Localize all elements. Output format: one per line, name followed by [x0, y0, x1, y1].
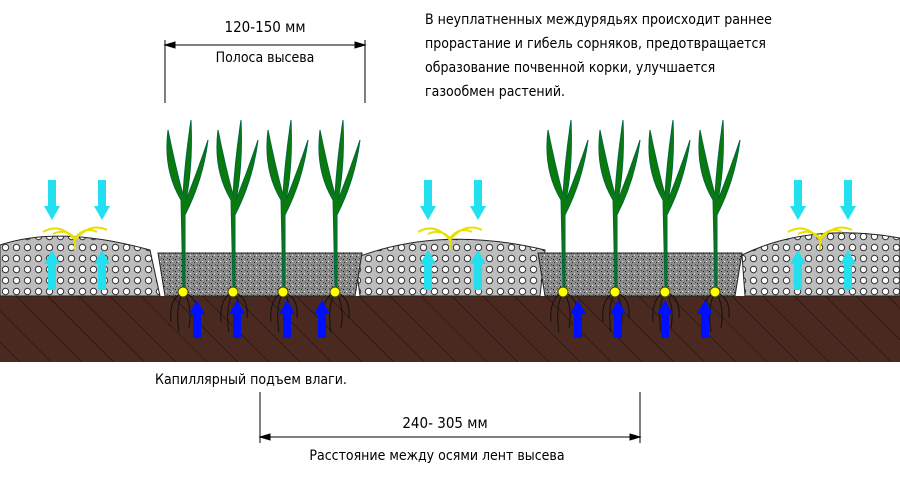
seed-band-right: [537, 252, 743, 297]
leaves: [698, 119, 741, 291]
leaves: [266, 119, 309, 291]
moisture-up-arrow-light: [94, 250, 110, 290]
seed: [609, 286, 621, 298]
wheat-plant: [216, 119, 259, 333]
air-down-arrow: [420, 180, 436, 220]
seed: [557, 286, 569, 298]
leaves: [648, 119, 691, 291]
leaves: [216, 119, 259, 291]
leaves: [546, 119, 589, 291]
capillary-moisture-arrow: [697, 300, 713, 338]
weed-leaves: [787, 226, 853, 250]
ridge-middle: [354, 238, 546, 297]
capillary-moisture-arrow: [229, 300, 245, 338]
note-line-3: образование почвенной корки, улучшается: [425, 60, 715, 76]
capillary-label: Капиллярный подъем влаги.: [155, 372, 347, 388]
air-down-arrow: [44, 180, 60, 220]
leaves: [318, 119, 361, 291]
weed-leaves: [417, 226, 483, 250]
weed-leaves: [42, 226, 108, 250]
capillary-moisture-arrow: [189, 300, 205, 338]
seed: [177, 286, 189, 298]
seed: [329, 286, 341, 298]
capillary-moisture-arrow: [610, 300, 626, 338]
soil-layer: [0, 296, 900, 362]
weed-sprout: [417, 226, 483, 250]
row-spacing-value: 240- 305 мм: [402, 414, 487, 432]
seed: [227, 286, 239, 298]
air-down-arrow: [790, 180, 806, 220]
moisture-up-arrow-light: [44, 250, 60, 290]
row-spacing-dimension: [258, 392, 642, 443]
wheat-plant: [598, 119, 641, 333]
ridge-right: [741, 232, 900, 297]
wheat-plant: [546, 119, 589, 333]
band-width-label: 120-150 мм: [224, 18, 305, 36]
air-down-arrow: [840, 180, 856, 220]
seed: [659, 286, 671, 298]
weed-sprout: [42, 226, 108, 250]
capillary-moisture-arrow: [314, 300, 330, 338]
band-width-dimension: [163, 40, 367, 103]
seed-band-left: [157, 252, 363, 297]
roots: [550, 291, 578, 333]
row-spacing-label: Расстояние между осями лент высева: [309, 448, 564, 464]
air-down-arrow: [94, 180, 110, 220]
note-line-1: В неуплатненных междурядьях происходит р…: [425, 12, 772, 28]
leaves: [598, 119, 641, 291]
seed: [277, 286, 289, 298]
capillary-moisture-arrow: [570, 300, 586, 338]
leaves: [166, 119, 209, 291]
air-down-arrow: [470, 180, 486, 220]
roots: [170, 291, 198, 333]
moisture-up-arrow-light: [840, 250, 856, 290]
note-line-2: прорастание и гибель сорняков, предотвра…: [425, 36, 766, 52]
roots: [322, 291, 350, 333]
capillary-moisture-arrow: [279, 300, 295, 338]
wheat-plant: [318, 119, 361, 333]
capillary-moisture-arrow: [657, 300, 673, 338]
moisture-up-arrow-light: [790, 250, 806, 290]
ridge-left: [0, 235, 161, 297]
moisture-up-arrow-light: [420, 250, 436, 290]
band-label: Полоса высева: [216, 50, 315, 66]
seed: [709, 286, 721, 298]
note-line-4: газообмен растений.: [425, 84, 565, 100]
wheat-plant: [166, 119, 209, 333]
moisture-up-arrow-light: [470, 250, 486, 290]
weed-sprout: [787, 226, 853, 250]
